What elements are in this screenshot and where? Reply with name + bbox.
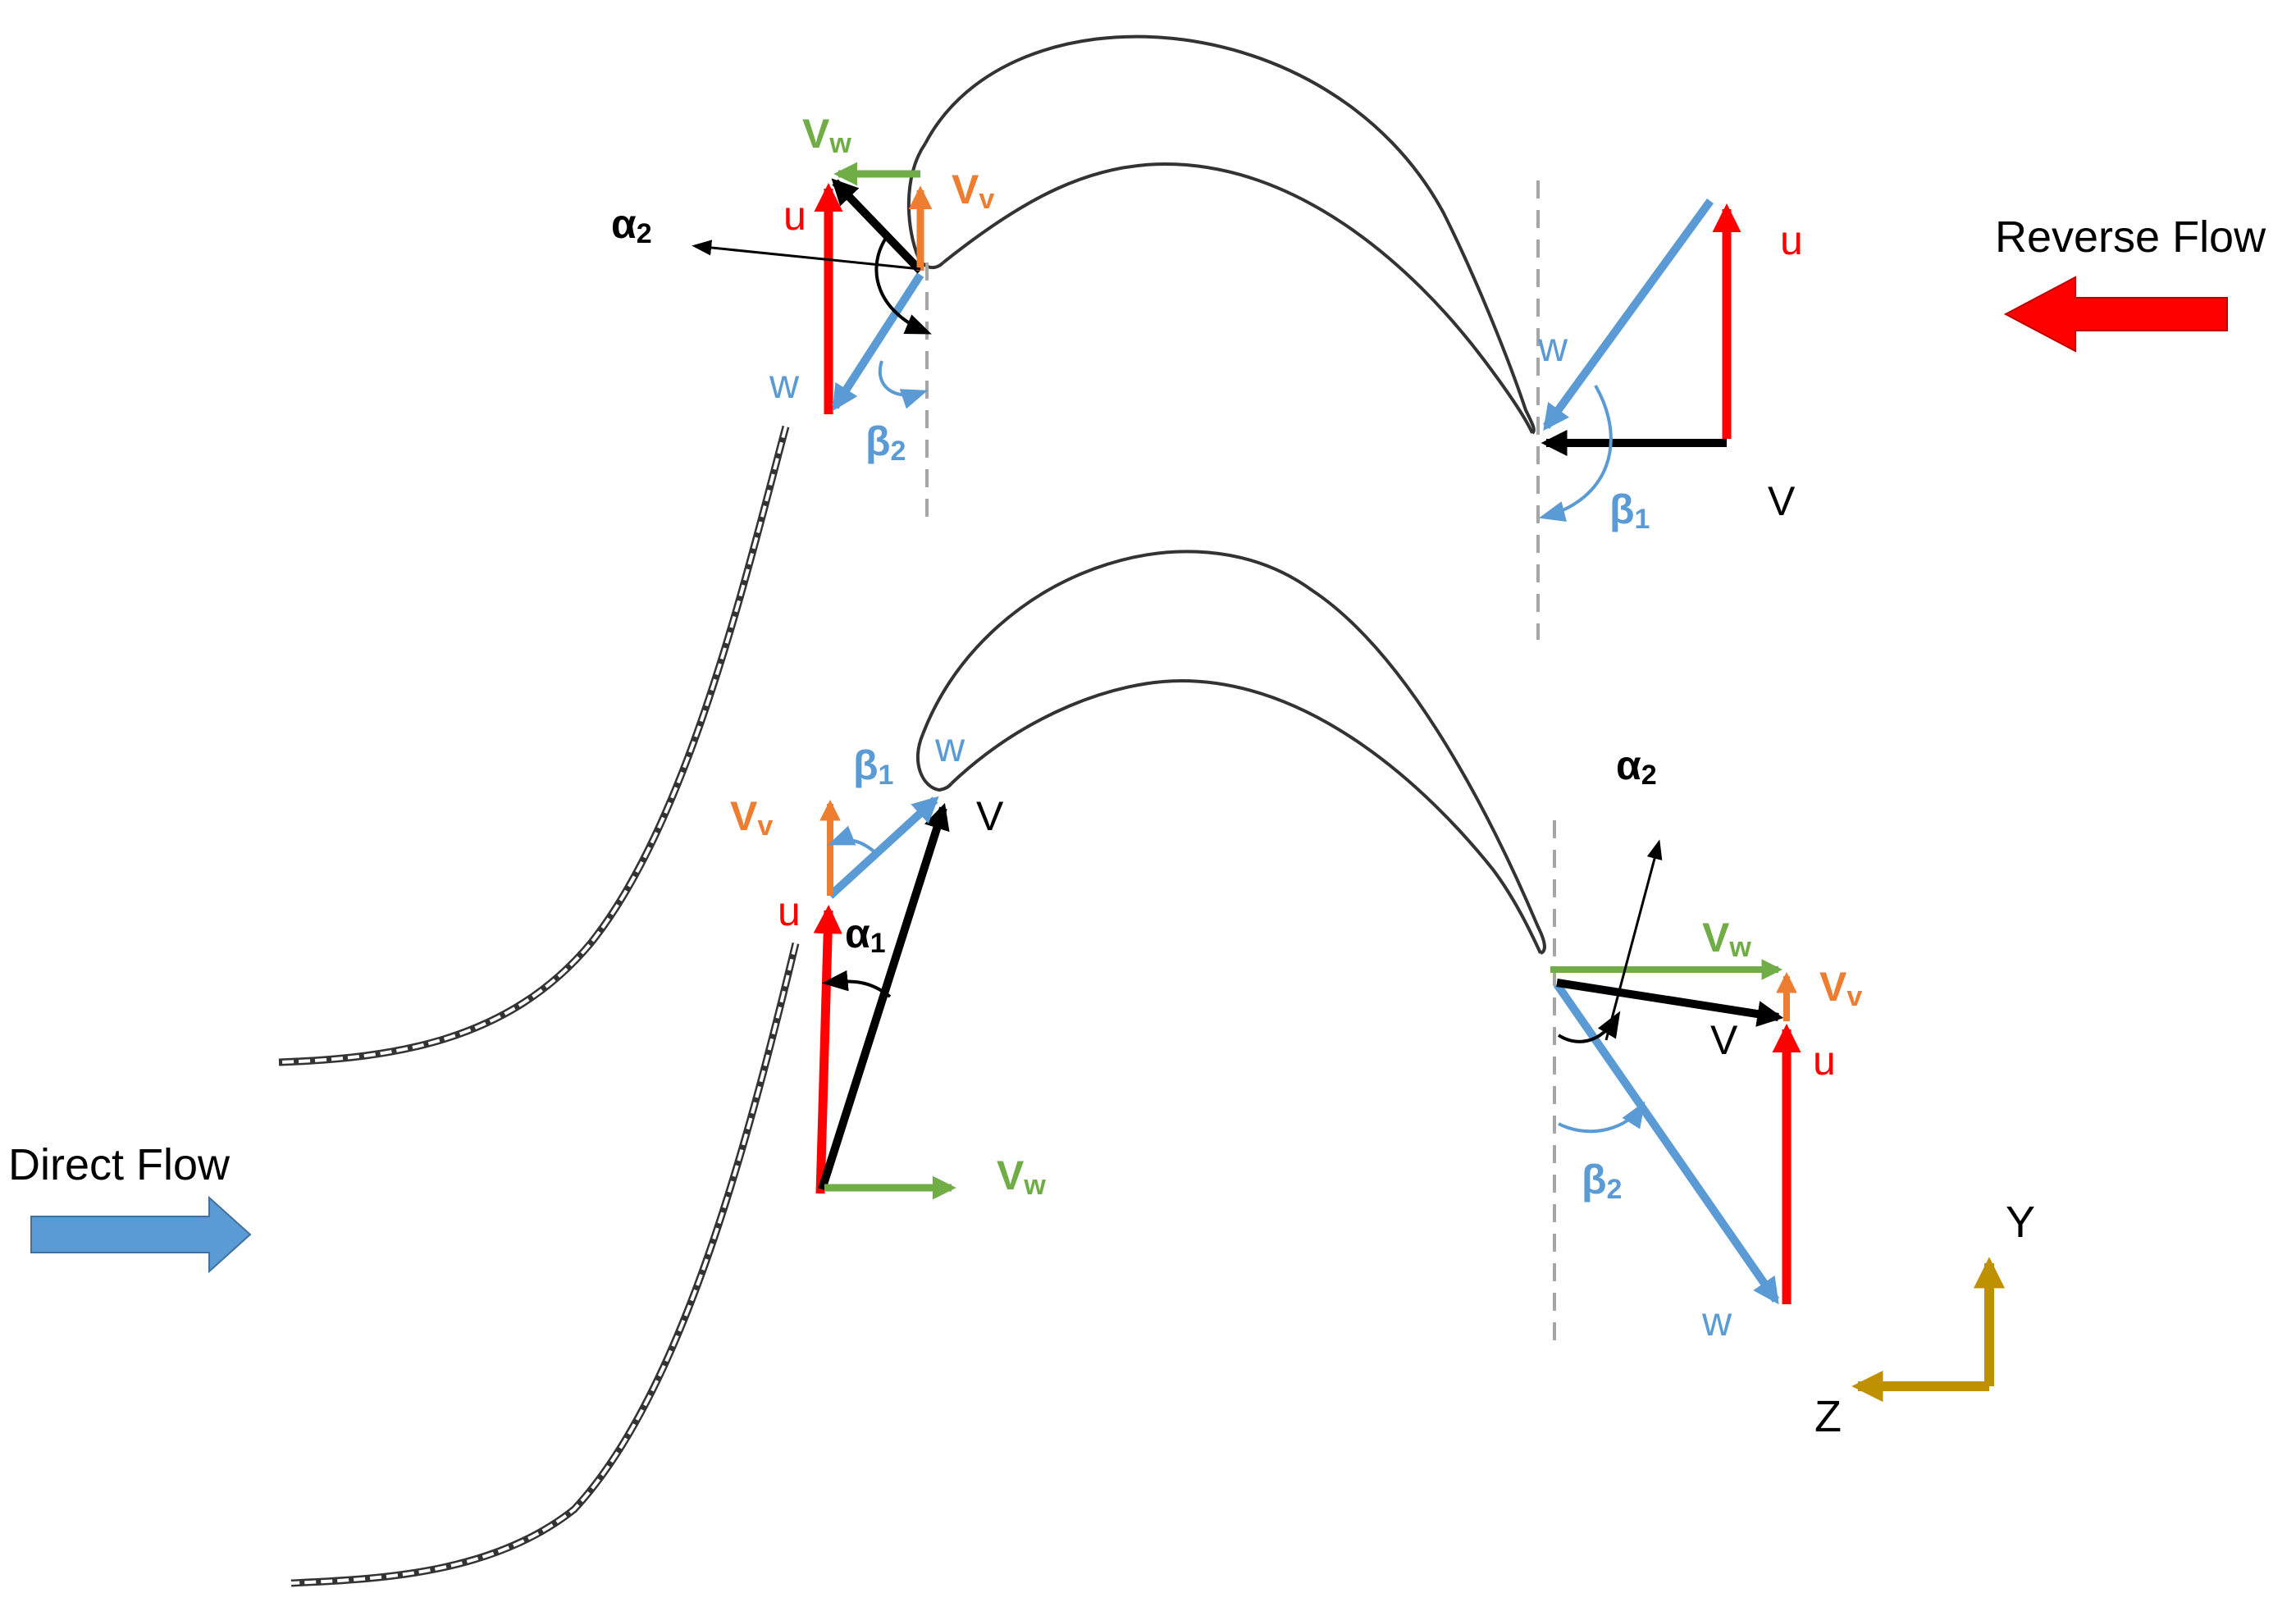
triangle-bottom-left xyxy=(813,796,956,1200)
br-beta2-label: β2 xyxy=(1582,1157,1622,1205)
vector-V xyxy=(1556,979,1784,1027)
alpha2-direction-line xyxy=(692,240,921,271)
vector-w xyxy=(831,272,924,412)
blade-lower xyxy=(915,550,1546,955)
alpha2-arc xyxy=(874,236,932,335)
vector-u xyxy=(813,904,842,1194)
reverse-flow-arrow xyxy=(2003,276,2228,353)
br-u-label: u xyxy=(1813,1038,1836,1084)
bl-u-label: u xyxy=(778,888,801,934)
blade-lower-pressure xyxy=(950,678,1542,954)
bl-beta1-label: β1 xyxy=(853,742,893,791)
blade-lower-nose xyxy=(915,733,953,792)
bl-Vv-label: Vv xyxy=(730,793,773,842)
tl-u-label: u xyxy=(783,193,806,239)
tl-w-label: w xyxy=(769,361,800,407)
axis-z-label: Z xyxy=(1814,1392,1842,1441)
beta2-arc xyxy=(878,360,929,409)
blade-upper-pressure xyxy=(942,162,1534,434)
beta1-arc xyxy=(1538,385,1613,523)
br-Vv-label: Vv xyxy=(1819,964,1862,1012)
direct-flow-label: Direct Flow xyxy=(8,1140,231,1189)
vector-V xyxy=(818,802,950,1191)
vector-V xyxy=(831,178,924,274)
bl-w-label: w xyxy=(934,724,965,770)
tr-u-label: u xyxy=(1780,217,1803,263)
blade-upper xyxy=(906,34,1536,435)
bl-Vw-label: Vw xyxy=(997,1152,1046,1201)
alpha2-arc xyxy=(1557,1011,1621,1043)
beta1-arc xyxy=(828,825,878,855)
triangle-top-right xyxy=(1538,199,1741,523)
alpha2-direction-line xyxy=(1604,839,1663,1041)
tl-alpha2-label: α2 xyxy=(611,201,652,249)
vector-w xyxy=(1553,982,1780,1305)
vector-w xyxy=(827,796,939,899)
tl-Vv-label: Vv xyxy=(952,167,994,215)
axis-y-label: Y xyxy=(2006,1198,2035,1247)
bl-alpha1-label: α1 xyxy=(845,911,886,959)
br-Vw-label: Vw xyxy=(1702,915,1751,963)
reverse-flow-label: Reverse Flow xyxy=(1995,212,2266,262)
blade-upper-suction xyxy=(924,34,1536,435)
beta2-arc xyxy=(1558,1101,1646,1134)
br-V-label: V xyxy=(1710,1017,1738,1063)
tr-w-label: w xyxy=(1537,324,1568,370)
triangle-bottom-right xyxy=(1550,839,1801,1305)
br-w-label: w xyxy=(1701,1298,1732,1344)
alpha1-arc xyxy=(821,970,892,998)
blade-upper-nose xyxy=(906,142,945,270)
tl-beta2-label: β2 xyxy=(865,418,906,467)
tl-Vw-label: Vw xyxy=(802,111,851,159)
tr-beta1-label: β1 xyxy=(1609,486,1650,535)
bl-V-label: V xyxy=(976,793,1004,839)
blade-lower-suction xyxy=(921,550,1546,955)
vector-w xyxy=(1542,199,1714,431)
coordinate-axes xyxy=(1851,1257,2006,1403)
direct-flow-arrow xyxy=(30,1195,252,1274)
blade-tail-upper xyxy=(278,425,790,1066)
tr-V-label: V xyxy=(1768,478,1796,524)
br-alpha2-label: α2 xyxy=(1616,742,1657,791)
blade-tail-lower xyxy=(290,942,800,1587)
triangle-top-left xyxy=(692,162,933,414)
